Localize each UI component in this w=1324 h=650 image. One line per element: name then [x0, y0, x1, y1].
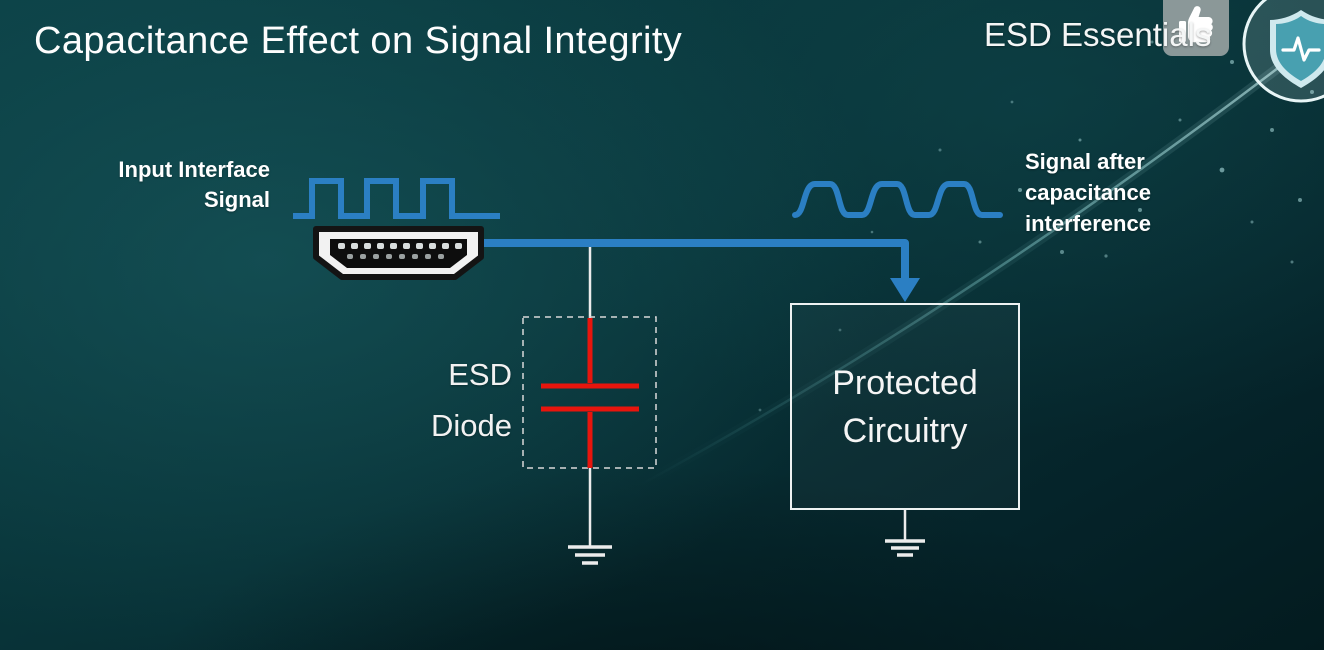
input-signal-label: Input Interface Signal	[40, 155, 270, 215]
output-signal-label-line1: Signal after	[1025, 149, 1145, 174]
hdmi-connector-icon	[313, 226, 484, 280]
protected-circuitry-box: Protected Circuitry	[790, 303, 1020, 510]
esd-dashed-boundary	[522, 316, 657, 469]
signal-wire	[481, 239, 909, 280]
output-signal-label: Signal after capacitance interference	[1025, 146, 1245, 239]
input-signal-label-line2: Signal	[203, 187, 270, 212]
ground-symbol-protected	[885, 539, 925, 557]
ground-symbol-esd	[568, 545, 612, 565]
distorted-signal-wave	[792, 181, 1003, 218]
esd-diode-label: ESD Diode	[330, 349, 512, 451]
esd-diode-label-line2: Diode	[431, 408, 512, 443]
clean-signal-wave	[293, 178, 500, 219]
slide-title: Capacitance Effect on Signal Integrity	[34, 20, 683, 62]
protected-circuitry-label-line2: Circuitry	[842, 411, 968, 450]
capacitor-symbol	[541, 318, 639, 468]
input-signal-label-line1: Input Interface	[118, 157, 270, 182]
arrowhead-icon	[890, 278, 920, 302]
protected-circuitry-label-line1: Protected	[832, 363, 978, 402]
esd-diode-label-line1: ESD	[448, 357, 512, 392]
output-signal-label-line3: interference	[1025, 211, 1151, 236]
brand-text: ESD Essentials	[984, 16, 1212, 53]
output-signal-label-line2: capacitance	[1025, 180, 1151, 205]
esd-shield-logo	[1242, 0, 1324, 103]
